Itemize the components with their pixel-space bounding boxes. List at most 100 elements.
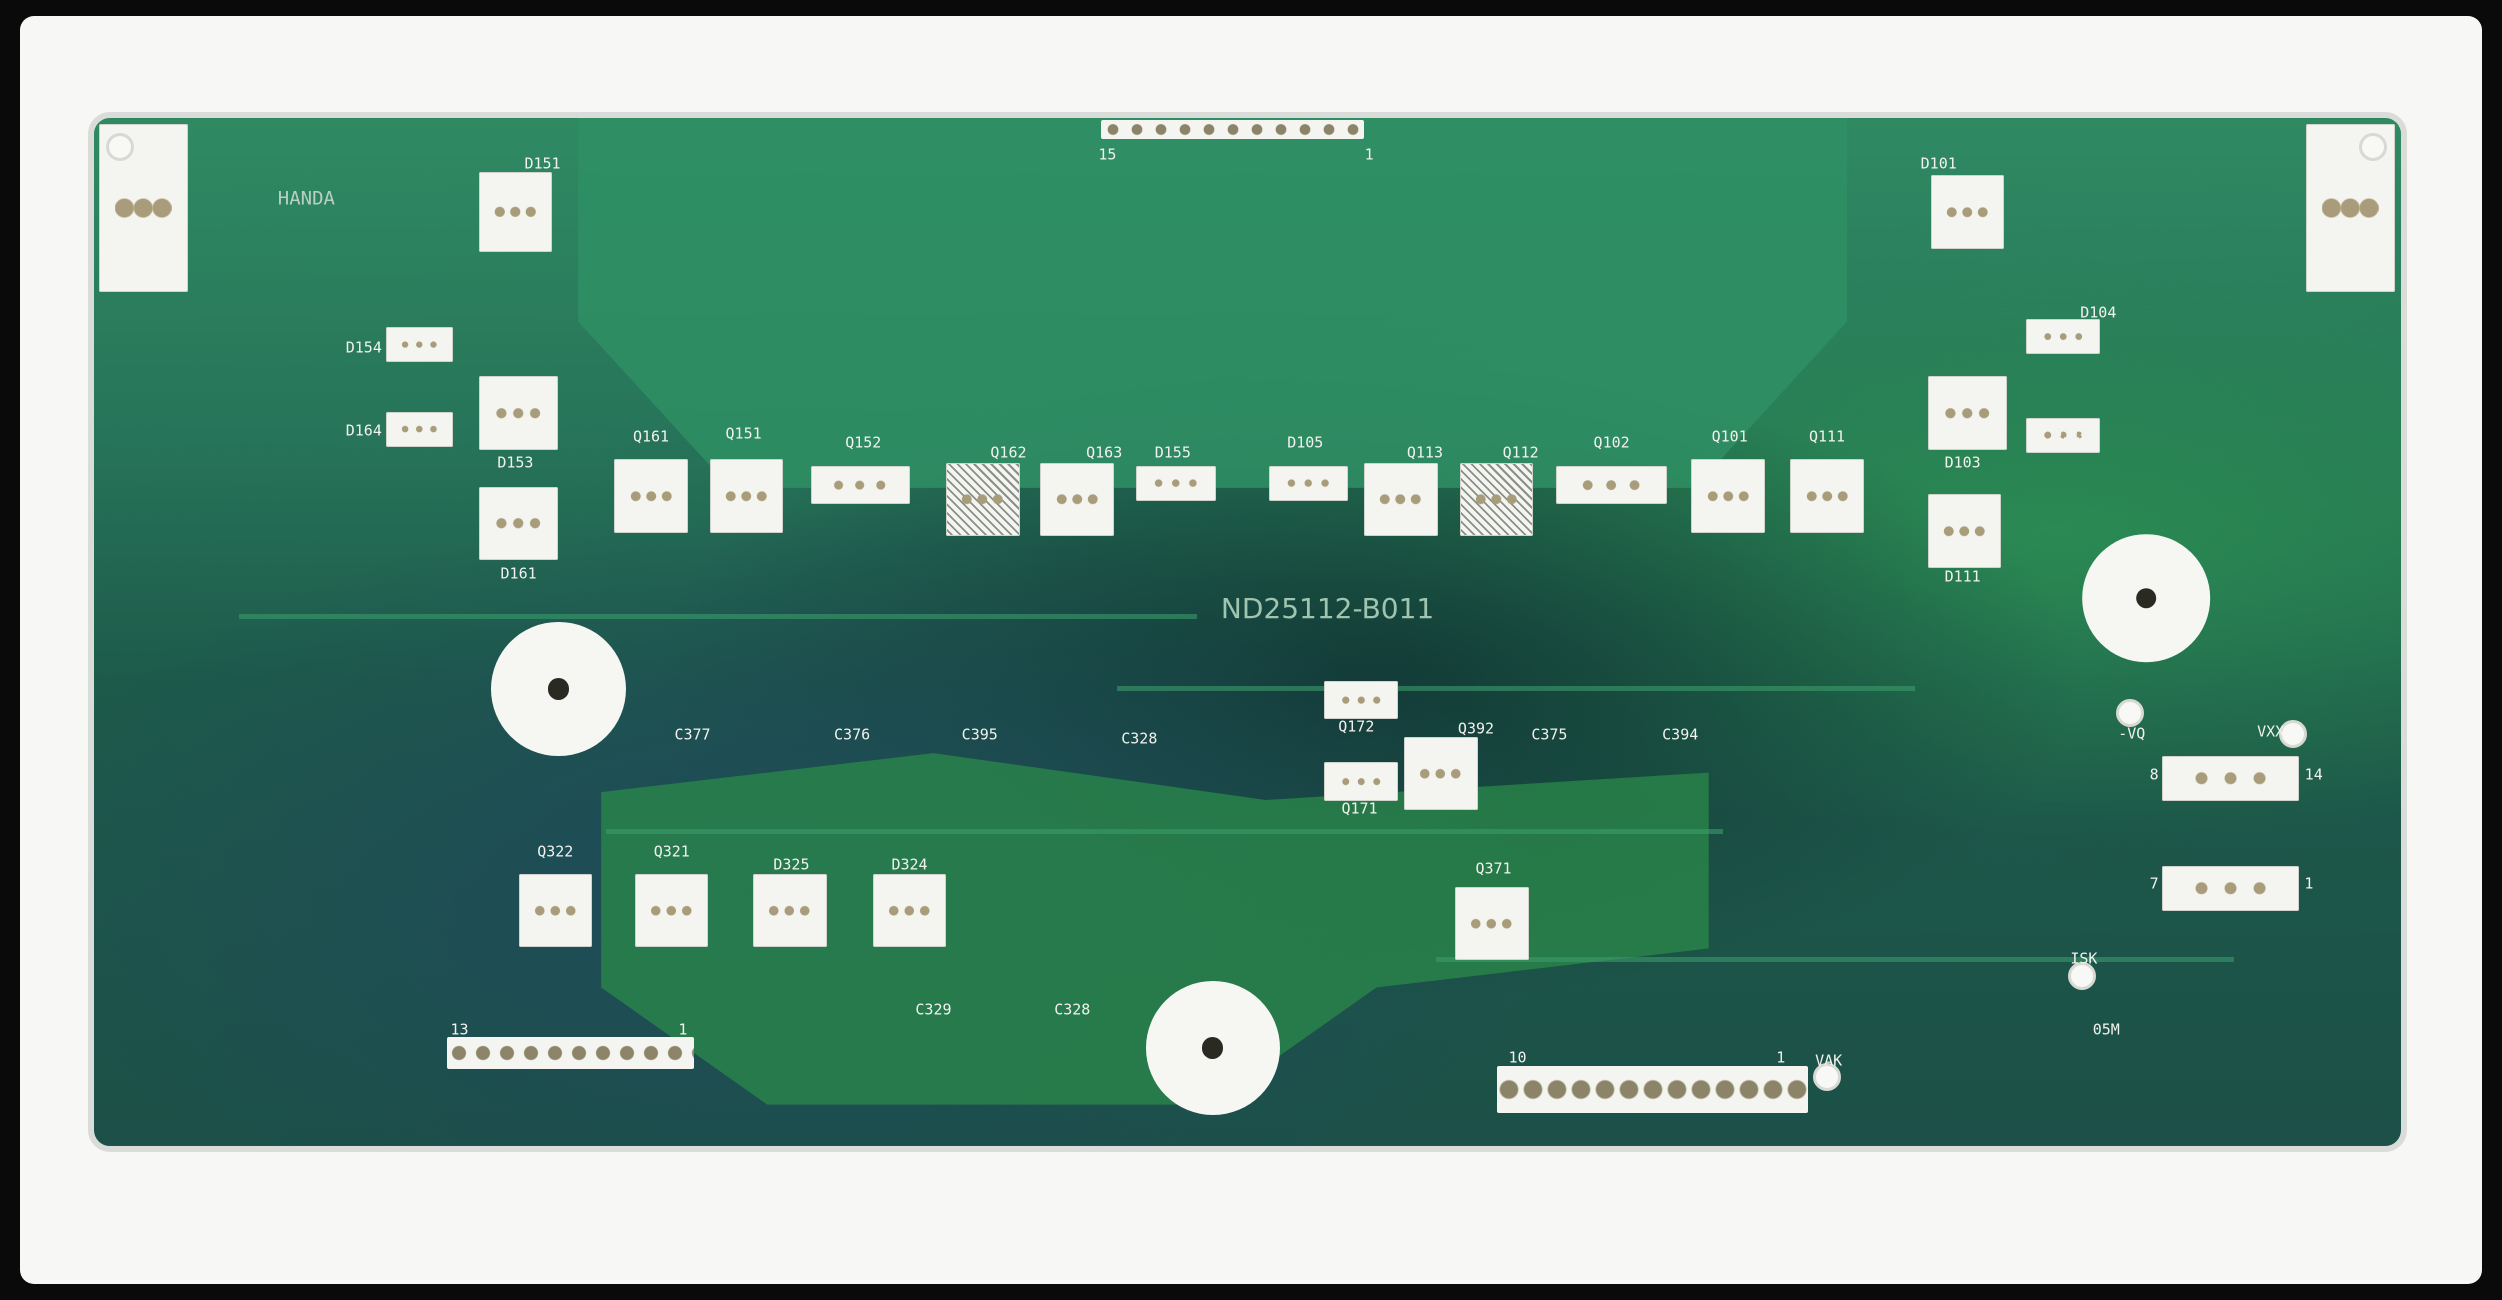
component-pad bbox=[386, 326, 454, 363]
connector-15-pin bbox=[1101, 119, 1365, 139]
component-pad bbox=[1404, 736, 1478, 811]
silk-label: Q111 bbox=[1808, 427, 1846, 446]
component-pad bbox=[1555, 465, 1668, 505]
component-pad bbox=[810, 465, 910, 505]
silk-label: Q171 bbox=[1341, 799, 1378, 818]
component-pad bbox=[478, 376, 559, 450]
component-pad bbox=[2026, 417, 2100, 453]
standoff-disc bbox=[491, 622, 626, 757]
silk-label: C328 bbox=[1054, 1000, 1091, 1019]
pin-label: 1 bbox=[1776, 1048, 1786, 1067]
silk-label: Q112 bbox=[1502, 443, 1539, 462]
test-point-label: VAK bbox=[1815, 1051, 1843, 1070]
copper-plane-top bbox=[578, 117, 1848, 488]
silk-label: D155 bbox=[1154, 443, 1191, 462]
pin-label: 8 bbox=[2149, 765, 2159, 784]
component-pad bbox=[1930, 175, 2005, 249]
connector-10-pin bbox=[1496, 1065, 1808, 1114]
component-pad bbox=[2026, 319, 2100, 355]
component-pad bbox=[1324, 762, 1398, 801]
test-point bbox=[2278, 719, 2307, 748]
silk-label: D153 bbox=[497, 453, 534, 472]
silk-label: Q152 bbox=[845, 433, 882, 452]
pin-label: 1 bbox=[2304, 874, 2314, 893]
component-pad bbox=[1790, 459, 1864, 533]
pin-label: 7 bbox=[2149, 874, 2159, 893]
component-pad bbox=[518, 874, 592, 948]
test-point-label: ISK bbox=[2070, 949, 2098, 968]
component-pad bbox=[1927, 376, 2008, 450]
silk-label: D103 bbox=[1944, 453, 1981, 472]
silk-label: Q162 bbox=[990, 443, 1027, 462]
component-pad bbox=[1364, 462, 1438, 536]
silk-label: Q321 bbox=[653, 842, 690, 861]
silk-label: D104 bbox=[2080, 303, 2117, 322]
ic-socket-pad-bottom bbox=[2162, 866, 2300, 911]
component-pad bbox=[1455, 886, 1529, 961]
silk-label: D105 bbox=[1287, 433, 1324, 452]
component-pad-hatched bbox=[946, 462, 1020, 536]
silk-label: D151 bbox=[524, 154, 561, 173]
silk-label: Q371 bbox=[1475, 859, 1512, 878]
silk-label: D114 bbox=[2053, 424, 2090, 443]
component-pad bbox=[478, 486, 559, 560]
test-point-label: VXX bbox=[2257, 722, 2285, 741]
silk-label: Q151 bbox=[725, 424, 762, 443]
silk-label: C329 bbox=[915, 1000, 952, 1019]
silk-label: C376 bbox=[834, 725, 871, 744]
trace bbox=[1436, 957, 2234, 963]
pin-label: 14 bbox=[2304, 765, 2323, 784]
silk-label: D101 bbox=[1920, 154, 1957, 173]
test-point bbox=[1813, 1062, 1842, 1091]
component-pad bbox=[1040, 462, 1114, 536]
pin-label: 10 bbox=[1508, 1048, 1527, 1067]
silk-label: Q392 bbox=[1457, 719, 1495, 738]
component-pad bbox=[753, 874, 827, 948]
maker-mark: HANDA bbox=[277, 187, 335, 210]
silk-label: Q161 bbox=[632, 427, 670, 446]
pin-label: 15 bbox=[1098, 145, 1117, 164]
trace bbox=[1116, 685, 1915, 691]
component-pad bbox=[710, 459, 784, 533]
silk-label: Q322 bbox=[537, 842, 574, 861]
silk-label: D325 bbox=[773, 855, 810, 874]
silk-label: D324 bbox=[891, 855, 928, 874]
silk-label: Q163 bbox=[1086, 443, 1123, 462]
trace bbox=[606, 829, 1724, 835]
test-point bbox=[2116, 699, 2145, 727]
silk-label: Q172 bbox=[1338, 717, 1375, 736]
connector-13-pin bbox=[446, 1036, 695, 1069]
silk-label: C377 bbox=[674, 725, 711, 744]
component-pad bbox=[614, 459, 688, 533]
silk-label: C328 bbox=[1121, 729, 1158, 748]
silk-label: D164 bbox=[345, 421, 382, 440]
component-pad bbox=[1268, 465, 1349, 501]
component-pad bbox=[872, 874, 947, 948]
silk-label: Q113 bbox=[1406, 443, 1443, 462]
component-pad bbox=[386, 411, 454, 447]
ic-socket-pad-top bbox=[2162, 756, 2300, 801]
silk-label: D154 bbox=[345, 338, 382, 357]
mounting-hole bbox=[105, 132, 134, 161]
silk-label: C395 bbox=[961, 725, 998, 744]
silk-label: C394 bbox=[1662, 725, 1699, 744]
silk-label: 05M bbox=[2092, 1020, 2120, 1039]
component-pad bbox=[635, 874, 709, 948]
pin-label: 13 bbox=[450, 1020, 469, 1039]
component-pad-hatched bbox=[1460, 462, 1534, 536]
standoff-disc bbox=[2082, 534, 2210, 662]
silk-label: Q102 bbox=[1593, 433, 1630, 452]
test-point-label: -VQ bbox=[2118, 724, 2146, 743]
silk-label: Q101 bbox=[1711, 427, 1748, 446]
component-pad bbox=[1691, 459, 1765, 533]
silk-label: D111 bbox=[1944, 567, 1981, 586]
pin-label: 1 bbox=[1364, 145, 1374, 164]
component-pad bbox=[478, 172, 553, 253]
test-point bbox=[2068, 962, 2097, 991]
trace bbox=[239, 614, 1197, 620]
component-pad bbox=[1136, 465, 1216, 501]
component-pad bbox=[1927, 494, 2001, 568]
mounting-hole bbox=[2358, 132, 2387, 161]
board-part-number: ND25112-B011 bbox=[1220, 592, 1435, 626]
